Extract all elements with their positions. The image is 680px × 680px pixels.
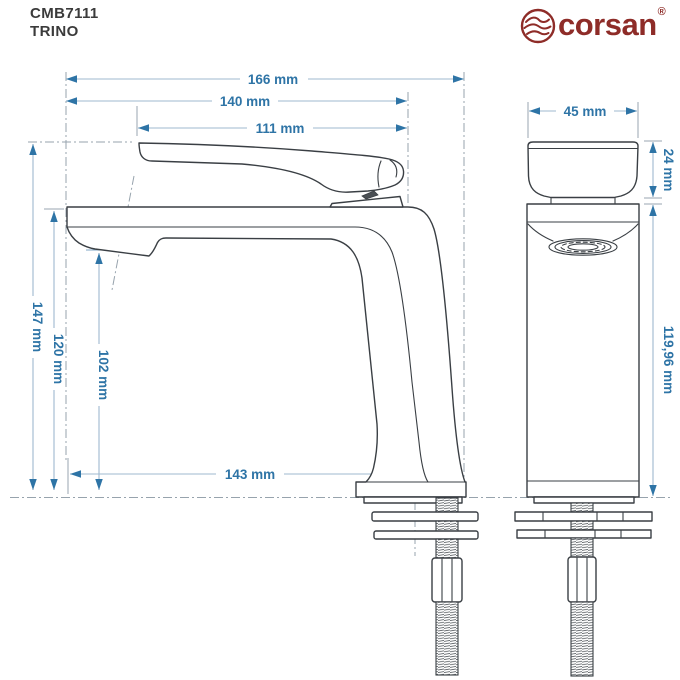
dimension-labels: 166 mm 140 mm 111 mm 147 mm 120 mm 102 m…	[30, 72, 676, 482]
faucet-body-front	[526, 203, 640, 498]
product-name: TRINO	[30, 23, 79, 40]
aerator-front	[548, 238, 618, 256]
wave-logo-icon	[520, 8, 556, 44]
mounting-hardware-front	[514, 496, 653, 677]
faucet-body-side	[66, 206, 467, 498]
faucet-front-view	[514, 141, 653, 677]
dim-label-outlet-height: 102 mm	[96, 350, 111, 400]
registered-mark: ®	[657, 6, 666, 18]
dim-label-handle-length: 111 mm	[256, 121, 305, 136]
threaded-rod-front	[570, 601, 594, 677]
brand-name: corsan	[558, 7, 657, 42]
faucet-side-view	[66, 142, 479, 676]
faucet-handle-side	[138, 142, 405, 193]
dim-label-total-height: 147 mm	[30, 302, 45, 352]
hex-nut-front	[567, 556, 597, 603]
handle-neck-front	[550, 196, 616, 205]
dim-label-body-width: 140 mm	[220, 94, 270, 109]
dimension-lines	[29, 75, 657, 497]
hex-nut-side	[431, 557, 463, 603]
dim-label-handle-height: 24 mm	[661, 149, 676, 192]
dim-label-base-reach: 143 mm	[225, 467, 275, 482]
dim-label-front-width: 45 mm	[564, 104, 607, 119]
mounting-hardware-side	[363, 496, 479, 676]
dim-label-deck-height: 120 mm	[51, 334, 66, 384]
handle-set-screw	[361, 190, 379, 200]
dim-label-total-width: 166 mm	[248, 72, 298, 87]
brand-logo: corsan ®	[518, 5, 666, 45]
cartridge-collar-side	[329, 195, 404, 208]
dim-label-front-body-height: 119,96 mm	[661, 326, 676, 394]
threaded-rod-side	[435, 601, 459, 676]
product-code: CMB7111	[30, 5, 99, 22]
title-block: CMB7111 TRINO	[30, 5, 99, 41]
faucet-handle-front	[527, 141, 639, 199]
